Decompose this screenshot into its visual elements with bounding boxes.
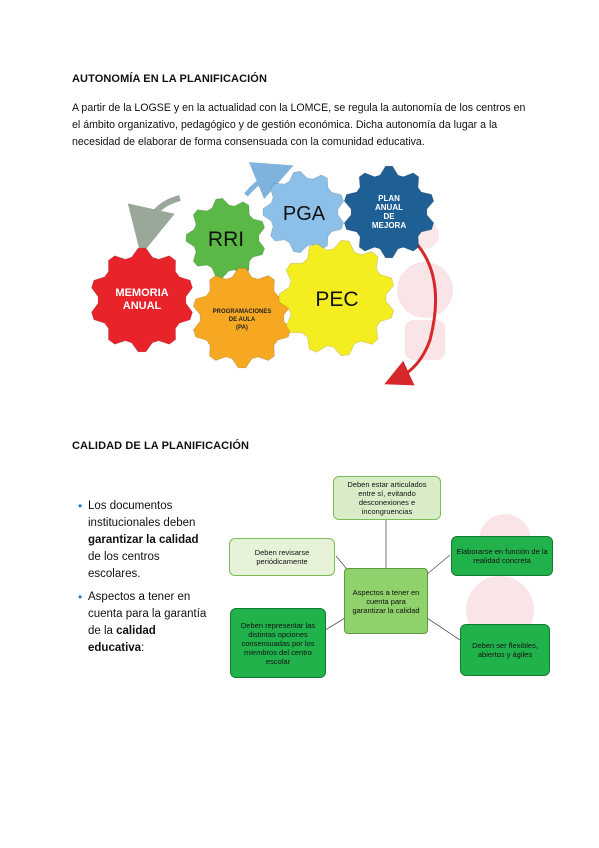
gear-prog-label-2: DE AULA [229,317,256,323]
bullet-dot-icon: • [78,499,83,513]
bullet1-post: de los centros escolares. [88,551,160,580]
gear-plan-label-3: DE [383,212,395,221]
mindmap-node-left-top: Deben revisarse periódicamente [229,538,335,576]
gear-memoria [91,247,193,353]
arrow-blue-icon [244,162,294,200]
gear-plan-label-2: ANUAL [375,203,403,212]
gear-rri-label: RRI [208,228,244,251]
bullet2-text: Aspectos a tener en cuenta para la garan… [88,591,207,637]
gear-memoria-label-2: ANUAL [123,300,162,312]
bullet-item-1: • Los documentos institucionales deben g… [78,498,208,583]
gear-pec-label: PEC [315,288,358,311]
gears-diagram: MEMORIA ANUAL RRI PGA PLAN ANUAL DE MEJO… [91,162,453,386]
arrow-red-icon [384,233,438,386]
mindmap-center-node: Aspectos a tener en cuenta para garantiz… [344,568,428,634]
gear-plan [343,165,435,259]
mindmap-node-left-bottom: Deben representar las distintas opciones… [230,608,326,678]
gear-pga-label: PGA [283,203,326,225]
gear-plan-label-4: MEJORA [372,221,406,230]
bullet2-bold: calidad educativa [88,625,156,654]
gear-prog-label-3: (PA) [236,325,248,331]
bullet-dot-icon: • [78,590,83,604]
bullet2-post: : [141,642,145,654]
bullet1-text: Los documentos institucionales deben [88,500,196,529]
mindmap-node-right-top: Elaborarse en función de la realidad con… [451,536,553,576]
mindmap-node-top: Deben estar articulados entre sí, evitan… [333,476,441,520]
gear-plan-label-1: PLAN [378,194,400,203]
mindmap-node-right-bottom: Deben ser flexibles, abiertos y ágiles [460,624,550,676]
bullet-item-2: • Aspectos a tener en cuenta para la gar… [78,589,208,657]
bullet-list: • Los documentos institucionales deben g… [78,498,208,663]
intro-paragraph: A partir de la LOGSE y en la actualidad … [72,102,526,148]
section-title-calidad: CALIDAD DE LA PLANIFICACIÓN [72,440,250,452]
arrow-gray-icon [127,195,181,256]
bullet1-bold: garantizar la calidad [88,534,199,546]
gear-memoria-label-1: MEMORIA [115,287,168,299]
section-title-autonomia: AUTONOMÍA EN LA PLANIFICACIÓN [72,73,267,85]
gear-prog [192,267,292,369]
watermark-seal [397,221,453,360]
gear-pec [278,239,395,357]
gear-prog-label-1: PROGRAMACIONES [213,309,272,315]
